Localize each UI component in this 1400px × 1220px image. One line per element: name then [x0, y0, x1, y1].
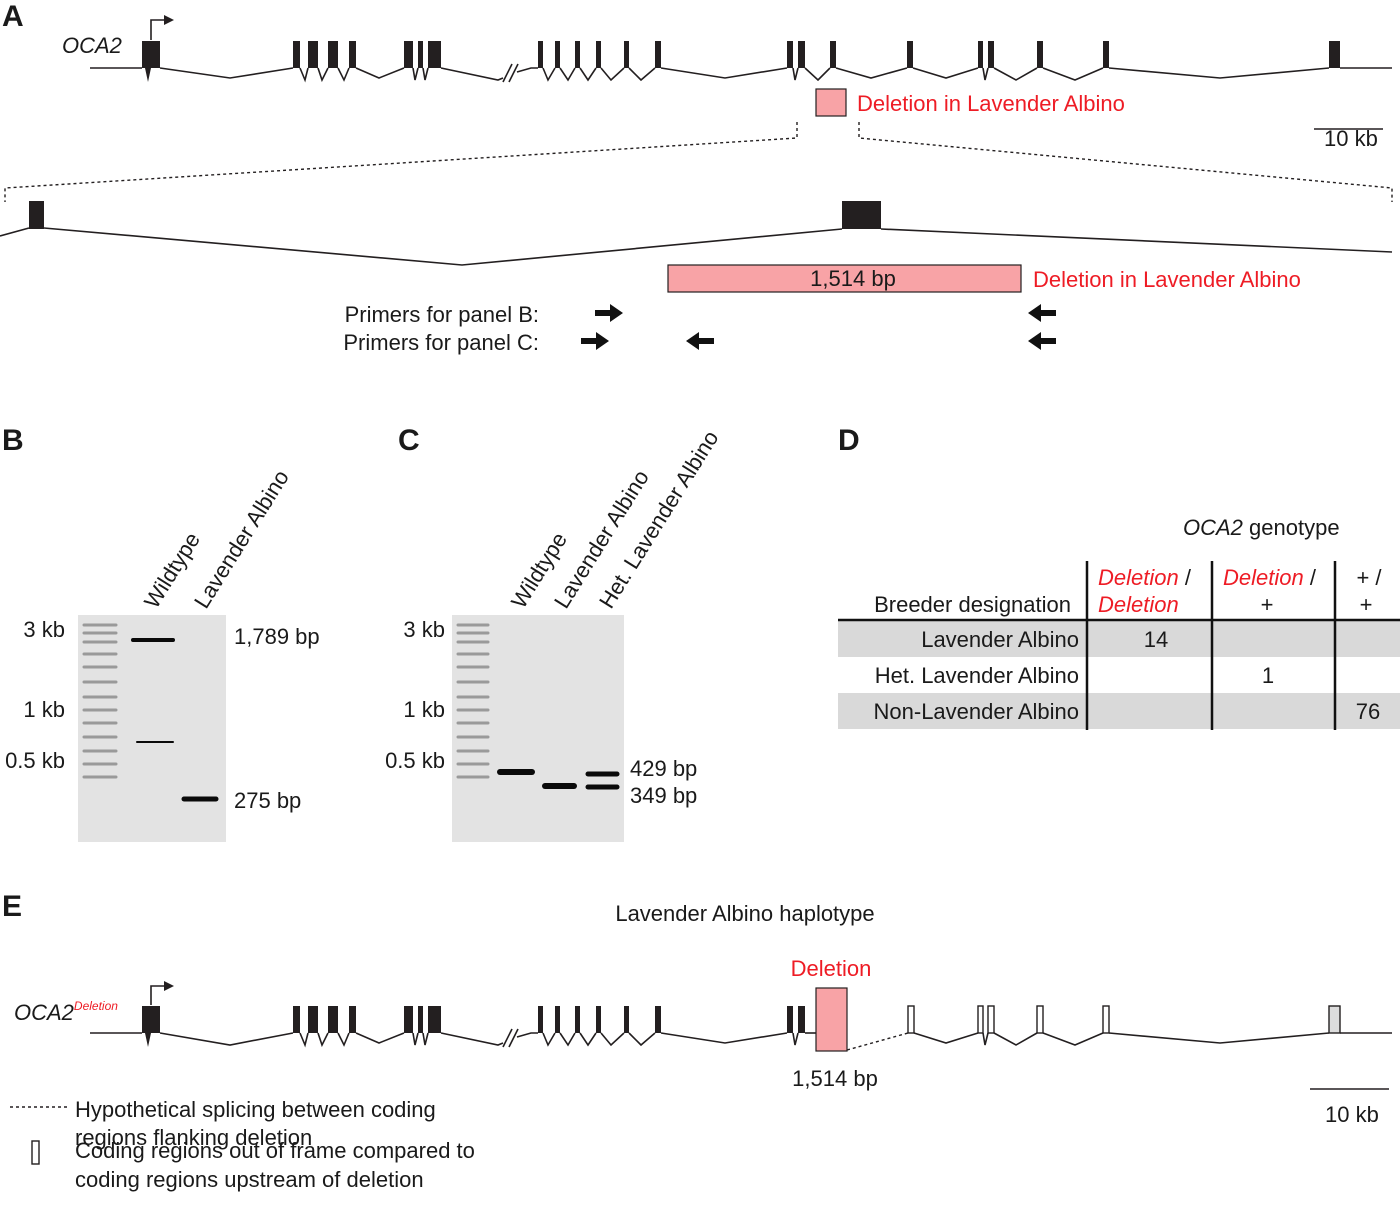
- primer-b-reverse-arrow-icon: [1028, 304, 1056, 322]
- zoomed-deletion-box: [667, 264, 1022, 293]
- gene-model-bottom: [90, 1028, 1392, 1048]
- deletion-marker-top: [815, 88, 847, 117]
- legend-hollow-exon-icon: [31, 1140, 40, 1165]
- exons-bottom: [142, 1006, 805, 1047]
- gene-name-oca2: OCA2: [62, 33, 122, 58]
- legend-dashed-text-2: regions flanking deletion: [75, 1125, 312, 1150]
- panel-a: A OCA2: [0, 0, 1393, 355]
- ladder-c-0-5kb: 0.5 kb: [385, 748, 445, 773]
- primer-b-forward-arrow-icon: [595, 304, 623, 322]
- col2-header-top: Deletion /: [1223, 565, 1317, 590]
- ladder-b-0-5kb: 0.5 kb: [5, 748, 65, 773]
- tss-arrow-icon: [150, 15, 174, 40]
- legend-dashed-text-1: Hypothetical splicing between coding: [75, 1097, 436, 1122]
- row-header-breeder: Breeder designation: [874, 592, 1071, 617]
- col1-header-top: Deletion /: [1098, 565, 1192, 590]
- zoomed-deletion-size: 1,514 bp: [810, 266, 896, 291]
- row1-name: Lavender Albino: [921, 627, 1079, 652]
- row-shade-1: [838, 621, 1400, 657]
- legend-box-text-2: coding regions upstream of deletion: [75, 1167, 424, 1192]
- panel-c: C Wildtype Lavender Albino Het. Lavender…: [385, 424, 723, 842]
- genotype-header: OCA2 genotype: [1183, 515, 1340, 540]
- ladder-c-3kb: 3 kb: [403, 617, 445, 642]
- panel-b-label: B: [2, 424, 24, 457]
- zoomed-deletion-label: Deletion in Lavender Albino: [1033, 267, 1301, 292]
- exons-top: [142, 41, 1340, 82]
- ladder-c-1kb: 1 kb: [403, 697, 445, 722]
- row-shade-3: [838, 693, 1400, 729]
- col3-header-top: + /: [1356, 565, 1382, 590]
- row2-name: Het. Lavender Albino: [875, 663, 1079, 688]
- deletion-label-bottom: Deletion: [791, 956, 872, 981]
- out-of-frame-exons: [907, 1005, 1341, 1034]
- ladder-b-3kb: 3 kb: [23, 617, 65, 642]
- panel-a-label: A: [2, 0, 24, 33]
- deletion-label-top: Deletion in Lavender Albino: [857, 91, 1125, 116]
- band-b-size-275: 275 bp: [234, 788, 301, 813]
- row2-c2: 1: [1262, 663, 1274, 688]
- panel-b: B Wildtype Lavender Albino 3 kb 1 kb 0.5…: [2, 424, 320, 842]
- ladder-b-1kb: 1 kb: [23, 697, 65, 722]
- scale-bar-label-top: 10 kb: [1324, 126, 1378, 151]
- row1-c1: 14: [1144, 627, 1168, 652]
- deletion-size-bottom: 1,514 bp: [792, 1066, 878, 1091]
- panel-d: D OCA2 genotype Breeder designation Dele…: [838, 424, 1400, 730]
- gel-image-c: [452, 615, 624, 842]
- primer-c-internal-arrow-icon: [686, 332, 714, 350]
- deletion-box-bottom: [815, 987, 848, 1052]
- lane-label-lavender-albino: Lavender Albino: [189, 466, 294, 613]
- gene-name-oca2-deletion: OCA2Deletion: [14, 999, 118, 1025]
- band-c-size-429: 429 bp: [630, 756, 697, 781]
- gel-image-b: [78, 615, 226, 842]
- row3-c3: 76: [1356, 699, 1380, 724]
- legend: Hypothetical splicing between coding reg…: [10, 1097, 475, 1192]
- legend-box-text-1: Coding regions out of frame compared to: [75, 1138, 475, 1163]
- row3-name: Non-Lavender Albino: [874, 699, 1079, 724]
- primers-c-label: Primers for panel C:: [343, 330, 539, 355]
- col3-header-bottom: +: [1360, 592, 1373, 617]
- ladder-b: [82, 623, 118, 779]
- panel-e: E Lavender Albino haplotype OCA2Deletion: [2, 890, 1392, 1192]
- col2-header-bottom: +: [1261, 592, 1274, 617]
- panel-e-label: E: [2, 890, 22, 923]
- primer-c-forward-arrow-icon: [581, 332, 609, 350]
- panel-c-label: C: [398, 424, 420, 457]
- primer-c-reverse-arrow-icon: [1028, 332, 1056, 350]
- band-c-size-349: 349 bp: [630, 783, 697, 808]
- haplotype-title: Lavender Albino haplotype: [615, 901, 874, 926]
- zoom-connectors: [4, 122, 1393, 202]
- primers-b-label: Primers for panel B:: [345, 302, 539, 327]
- tss-arrow-bottom-icon: [150, 981, 174, 1005]
- panel-d-label: D: [838, 424, 860, 457]
- band-b-size-1789: 1,789 bp: [234, 624, 320, 649]
- gene-model-top: [90, 63, 1392, 83]
- hypothetical-splice-line: [846, 1032, 909, 1051]
- primer-arrows: [581, 304, 1056, 350]
- col1-header-bottom: Deletion: [1098, 592, 1179, 617]
- scale-bar-label-bottom: 10 kb: [1325, 1102, 1379, 1127]
- zoomed-gene-region: [0, 201, 1393, 266]
- ladder-c: [456, 623, 490, 779]
